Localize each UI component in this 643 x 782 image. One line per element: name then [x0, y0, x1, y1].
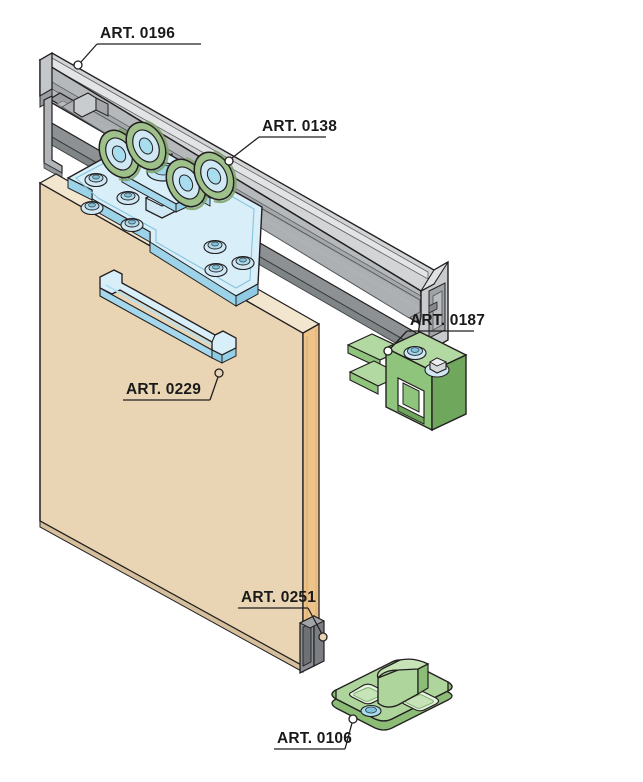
roller-wheel [193, 149, 237, 204]
handle-pull-rail [99, 269, 237, 364]
callout-dot [224, 156, 234, 166]
callout-art-0187[interactable]: ART. 0187 [383, 312, 485, 356]
callout-art-0229[interactable]: ART. 0229 [123, 368, 224, 401]
bottom-groove-insert [298, 614, 326, 675]
callout-leader [231, 136, 260, 159]
floor-guide [331, 658, 453, 731]
callout-layer: ART. 0196 ART. 0138 ART. 0229 [73, 25, 485, 750]
callout-dot [348, 714, 358, 724]
callout-dot [318, 632, 328, 642]
callout-label: ART. 0196 [100, 25, 175, 42]
end-stop-bracket [346, 331, 468, 432]
callout-art-0106[interactable]: ART. 0106 [274, 714, 358, 750]
callout-leader [344, 722, 353, 750]
callout-art-0251[interactable]: ART. 0251 [238, 589, 328, 642]
callout-label: ART. 0251 [241, 589, 316, 606]
roller-wheel [125, 119, 169, 174]
guide-fastener [360, 704, 382, 718]
callout-label: ART. 0187 [410, 312, 485, 329]
bracket-fastener [403, 345, 427, 361]
callout-leader [209, 376, 219, 401]
plate-fasteners [80, 172, 255, 278]
callout-label: ART. 0229 [126, 381, 201, 398]
callout-label: ART. 0138 [262, 118, 337, 135]
callout-leader [307, 607, 323, 635]
roller-carriage [98, 119, 237, 219]
callout-dot [73, 60, 83, 70]
callout-leader [80, 43, 98, 63]
callout-dot [214, 368, 224, 378]
callout-art-0196[interactable]: ART. 0196 [73, 25, 201, 70]
guide-slot [348, 683, 388, 705]
bracket-fastener [424, 357, 450, 378]
callout-label: ART. 0106 [277, 730, 352, 747]
callout-dot [383, 346, 393, 356]
callout-leader [390, 330, 408, 349]
callout-art-0138[interactable]: ART. 0138 [224, 118, 337, 166]
